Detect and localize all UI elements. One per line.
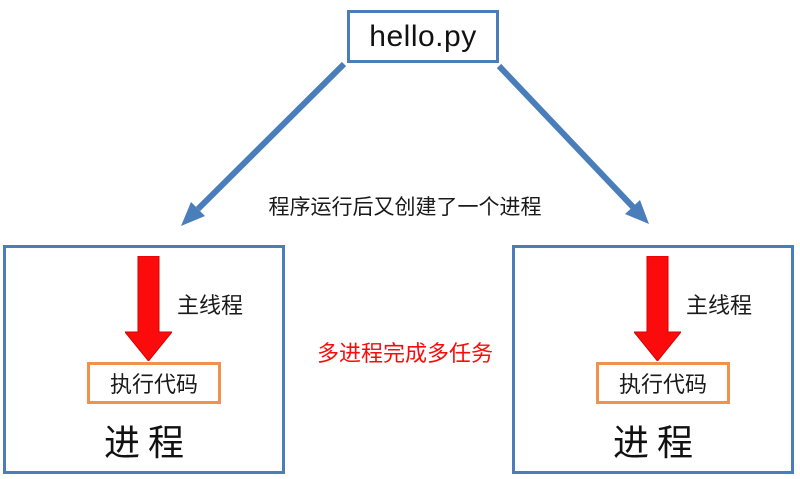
main-thread-down-arrow-icon — [634, 256, 681, 361]
hello-py-box: hello.py — [347, 10, 499, 63]
main-thread-down-arrow-icon — [125, 256, 172, 361]
process-label: 进程 — [612, 422, 701, 463]
main-thread-label: 主线程 — [177, 293, 244, 318]
branch-caption: 程序运行后又创建了一个进程 — [268, 196, 542, 219]
code-box: 执行代码 — [596, 362, 730, 404]
hello-py-label: hello.py — [369, 19, 477, 53]
process-label: 进程 — [103, 422, 192, 463]
code-label: 执行代码 — [109, 372, 198, 397]
multiprocess-note: 多进程完成多任务 — [316, 341, 493, 366]
process-box-right: 主线程 执行代码 进程 — [512, 245, 794, 474]
code-box: 执行代码 — [87, 362, 221, 404]
code-label: 执行代码 — [618, 372, 707, 397]
process-box-left: 主线程 执行代码 进程 — [3, 245, 285, 474]
main-thread-label: 主线程 — [686, 293, 753, 318]
